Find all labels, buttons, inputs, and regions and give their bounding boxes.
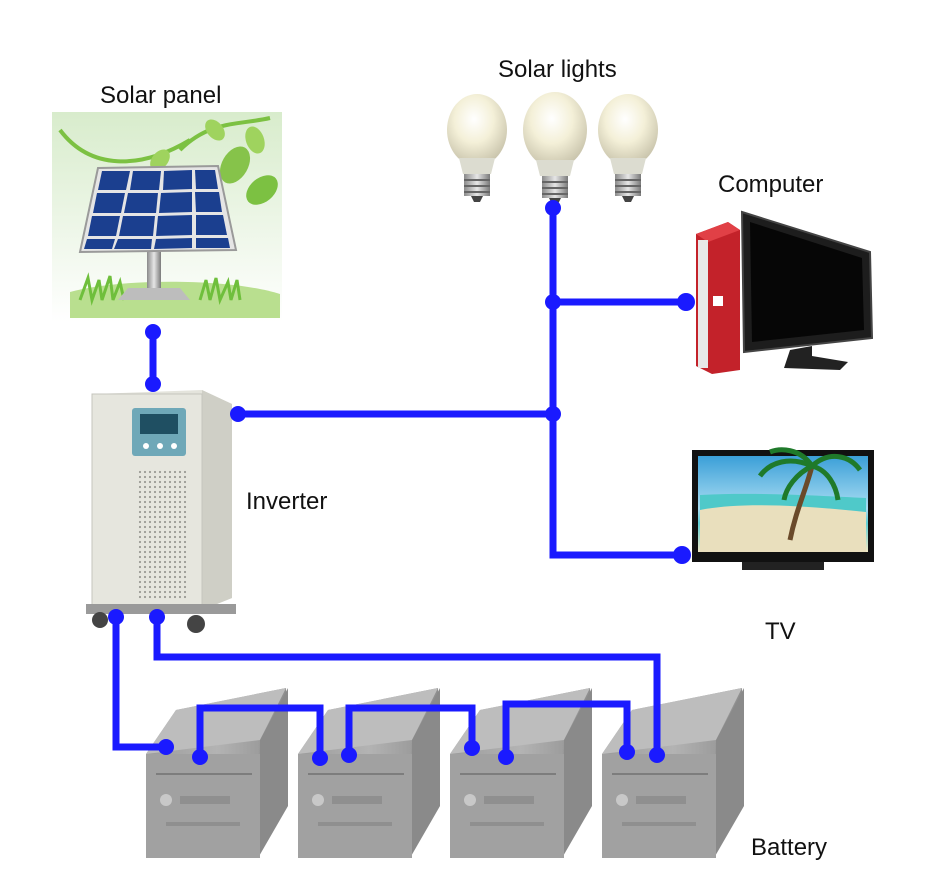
wire-battery-link-1 [196, 704, 324, 762]
label-inverter: Inverter [246, 488, 328, 515]
node [108, 609, 124, 625]
computer-icon [696, 210, 874, 374]
node [158, 739, 174, 755]
node [545, 200, 561, 216]
node [464, 740, 480, 756]
wire-inverter-battery-pos [153, 613, 661, 759]
node [192, 749, 208, 765]
light-bulb-icon [523, 92, 587, 204]
label-solar-lights: Solar lights [498, 56, 617, 83]
wire-battery-link-3 [502, 700, 631, 761]
light-bulb-icon [598, 94, 658, 202]
wire-battery-link-2 [345, 704, 476, 759]
node [145, 324, 161, 340]
node [145, 376, 161, 392]
wire-lights-tv [549, 204, 686, 559]
wire-nodes [108, 200, 695, 766]
battery-icon [602, 688, 744, 858]
label-tv: TV [765, 618, 796, 645]
battery-icon [146, 688, 288, 858]
node [341, 747, 357, 763]
node [149, 609, 165, 625]
light-bulb-icon [447, 94, 507, 202]
solar-panel-icon [52, 112, 282, 322]
node [673, 546, 691, 564]
label-computer: Computer [718, 171, 824, 198]
node [545, 406, 561, 422]
node [677, 293, 695, 311]
node [312, 750, 328, 766]
node [498, 749, 514, 765]
label-battery: Battery [751, 834, 828, 861]
wiring [112, 204, 690, 762]
label-solar-panel: Solar panel [100, 82, 222, 109]
node [649, 747, 665, 763]
node [230, 406, 246, 422]
inverter-icon [86, 390, 236, 633]
node [545, 294, 561, 310]
node [619, 744, 635, 760]
battery-icon [298, 688, 440, 858]
wire-inverter-battery-neg [112, 613, 170, 751]
tv-icon [692, 447, 874, 570]
